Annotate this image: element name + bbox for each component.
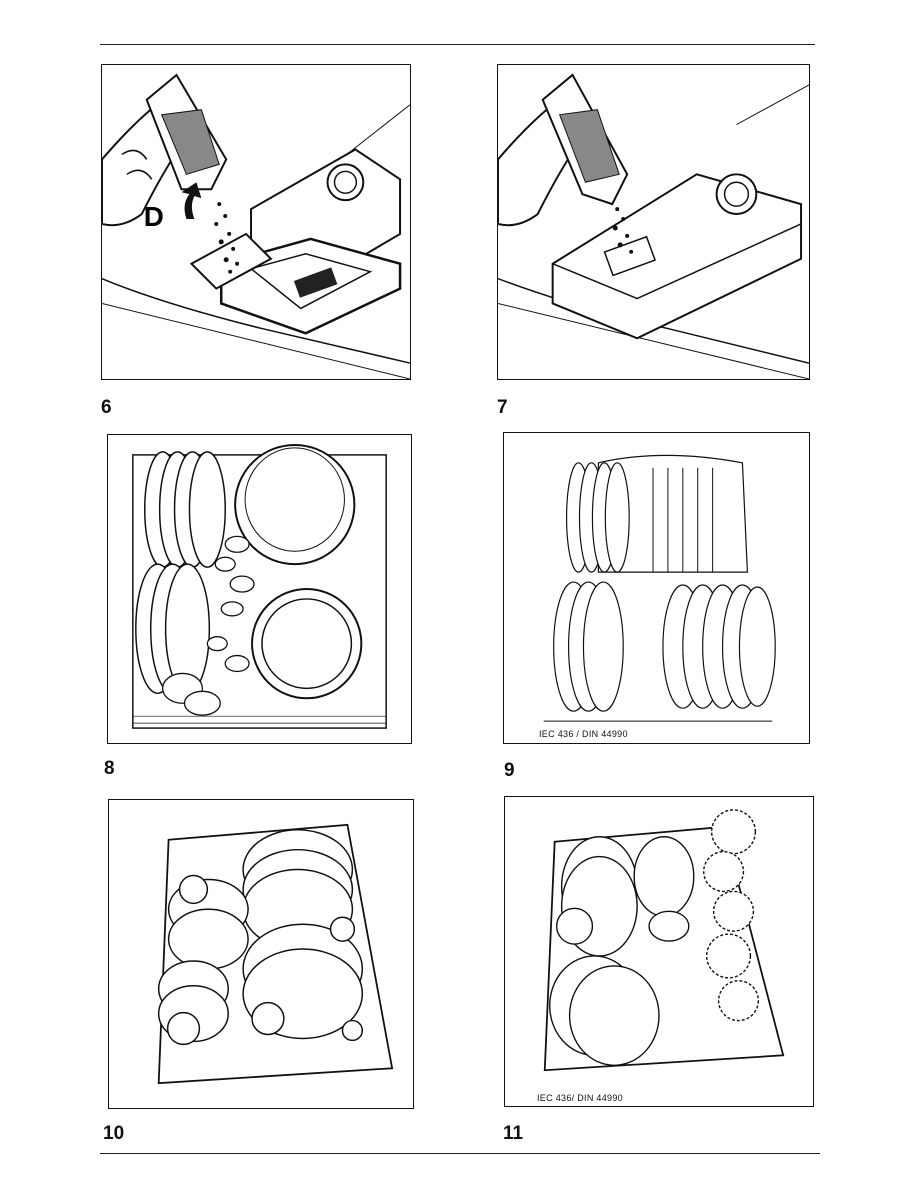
figure-number: 9 [504, 760, 515, 782]
figure-number: 7 [497, 397, 508, 419]
figure-11-illustration [504, 796, 814, 1107]
figure-number: 8 [104, 758, 115, 780]
figure-10-illustration [108, 799, 414, 1109]
upper-basket-loading-drawing [108, 435, 411, 743]
detergent-pouring-open-dispenser-drawing: D [102, 65, 410, 379]
detergent-pouring-closed-dispenser-drawing [498, 65, 809, 379]
figure-8-illustration [107, 434, 412, 744]
figure-9-illustration [503, 432, 810, 744]
figure-number: 11 [503, 1123, 523, 1145]
standard-upper-basket-load-drawing [504, 433, 809, 743]
standard-reference-caption: IEC 436 / DIN 44990 [539, 729, 628, 739]
figure-number: 10 [103, 1123, 124, 1145]
standard-lower-basket-load-drawing [505, 797, 813, 1106]
figure-6-illustration: D [101, 64, 411, 380]
standard-reference-caption: IEC 436/ DIN 44990 [537, 1093, 623, 1103]
figure-7-illustration [497, 64, 810, 380]
bottom-rule [100, 1153, 820, 1154]
figure-number: 6 [101, 397, 112, 419]
top-rule [100, 44, 815, 45]
callout-label-d: D [144, 201, 164, 232]
lower-basket-loading-drawing [109, 800, 413, 1108]
